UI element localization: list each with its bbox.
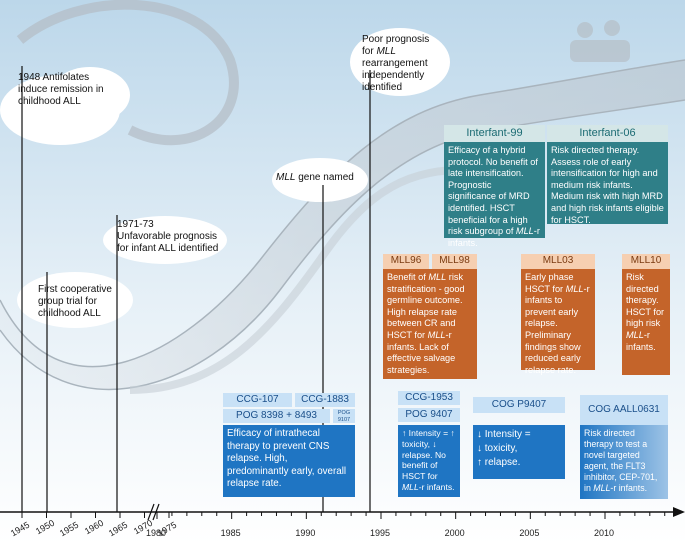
pog9407-b: -r infants. (418, 481, 455, 492)
axis-tick-label-late: 1980 (146, 528, 167, 538)
pog9407-a: ↑ Intensity = ↑ toxicity, ↓ relapse. No … (402, 428, 455, 482)
axis-tick-label-late: 2010 (594, 528, 615, 538)
mll03-b: -r infants to prevent early relapse. Pre… (525, 283, 590, 375)
mll9698-italic1: MLL (428, 272, 447, 282)
loop-track (16, 0, 239, 146)
aall0631-italic: MLL (593, 483, 611, 493)
time-axis (0, 503, 685, 521)
mll-gene-rest: gene named (295, 172, 354, 183)
event-poor-prognosis: Poor prognosis for MLL rearrangement ind… (362, 34, 442, 94)
poor-prognosis-part2: rearrangement independently identified (362, 58, 428, 93)
tag-ccg-1953: CCG-1953 (398, 391, 460, 405)
event-mll-gene-named: MLL gene named (276, 172, 376, 184)
mll03-a: Early phase HSCT for (525, 272, 574, 294)
interfant99-text-a: Efficacy of a hybrid protocol. No benefi… (448, 145, 538, 237)
event-1971: 1971-73 Unfavorable prognosis for infant… (117, 219, 229, 255)
tag-mll98: MLL98 (432, 254, 477, 269)
tag-pog-9107: POG 9107 (333, 409, 355, 423)
box-mll03: Early phase HSCT for MLL-r infants to pr… (521, 269, 595, 375)
box-cns-therapy: Efficacy of intrathecal therapy to preve… (223, 425, 355, 497)
mll9698-a: Benefit of (387, 272, 429, 282)
axis-tick-label-late: 2000 (444, 528, 465, 538)
swoosh-track (0, 60, 685, 390)
tag-interfant-06: Interfant-06 (547, 125, 668, 142)
tag-interfant-99: Interfant-99 (444, 125, 545, 142)
tag-ccg-107: CCG-107 (223, 393, 292, 407)
axis-tick-label-late: 1990 (295, 528, 316, 538)
mll9698-b: risk stratification - good germline outc… (387, 272, 465, 340)
aall0631-a: Risk directed therapy to test a novel ta… (584, 428, 658, 493)
poor-prognosis-part1: Poor prognosis for (362, 34, 430, 57)
box-pog-9407: ↑ Intensity = ↑ toxicity, ↓ relapse. No … (398, 425, 460, 497)
cogp9407-line3: ↑ relapse. (477, 457, 521, 468)
axis-tick-label-late: 1985 (220, 528, 241, 538)
box-interfant-99: Efficacy of a hybrid protocol. No benefi… (444, 142, 545, 248)
axis-ticks (21, 512, 666, 519)
box-mll96-98: Benefit of MLL risk stratification - goo… (383, 269, 477, 379)
box-cog-p9407: ↓ Intensity = ↓ toxicity, ↑ relapse. (473, 425, 565, 479)
mll9698-italic2: MLL (427, 329, 446, 340)
event-1971-year: 1971-73 (117, 219, 154, 230)
event-first-cooperative-trial: First cooperative group trial for childh… (38, 284, 112, 319)
clouds (0, 28, 450, 328)
mll9698-c: -r infants. Lack of effective salvage st… (387, 329, 456, 375)
tag-mll03: MLL03 (521, 254, 595, 269)
axis-tick-label-late: 1995 (370, 528, 391, 538)
tag-ccg-1883: CCG-1883 (295, 393, 355, 407)
cogp9407-line2: ↓ toxicity, (477, 443, 518, 454)
tag-cog-p9407: COG P9407 (473, 397, 565, 413)
mll10-b: -r infants. (626, 329, 656, 352)
event-1971-text: Unfavorable prognosis for infant ALL ide… (117, 231, 219, 254)
mll10-italic: MLL (626, 329, 644, 340)
tag-mll10: MLL10 (622, 254, 670, 269)
box-cog-aall0631: Risk directed therapy to test a novel ta… (580, 425, 668, 499)
swoosh-edge-bottom (0, 99, 685, 391)
mll-gene-italic: MLL (276, 172, 296, 183)
event-1948: 1948 Antifolates induce remission in chi… (18, 72, 104, 107)
tag-mll96: MLL96 (383, 254, 429, 269)
box-mll10: Risk directed therapy. HSCT for high ris… (622, 269, 670, 375)
pog9407-italic: MLL (402, 481, 419, 492)
interfant99-italic: MLL (515, 226, 534, 237)
tag-pog-9407: POG 9407 (398, 408, 460, 422)
tag-pog-8398-8493: POG 8398 + 8493 (223, 409, 330, 423)
axis-tick-label-late: 2005 (519, 528, 540, 538)
box-interfant-06: Risk directed therapy. Assess role of ea… (547, 142, 668, 225)
cogp9407-line1: ↓ Intensity = (477, 429, 531, 440)
aall0631-b: -r infants. (610, 483, 648, 493)
poor-prognosis-italic: MLL (376, 46, 396, 57)
mll03-italic: MLL (565, 283, 584, 294)
riders-icon (570, 20, 630, 62)
mll10-a: Risk directed therapy. HSCT for high ris… (626, 272, 665, 329)
interfant99-text-b: -r infants. (448, 226, 540, 248)
lower-track (129, 166, 461, 394)
tag-cog-aall0631: COG AALL0631 (580, 395, 668, 425)
